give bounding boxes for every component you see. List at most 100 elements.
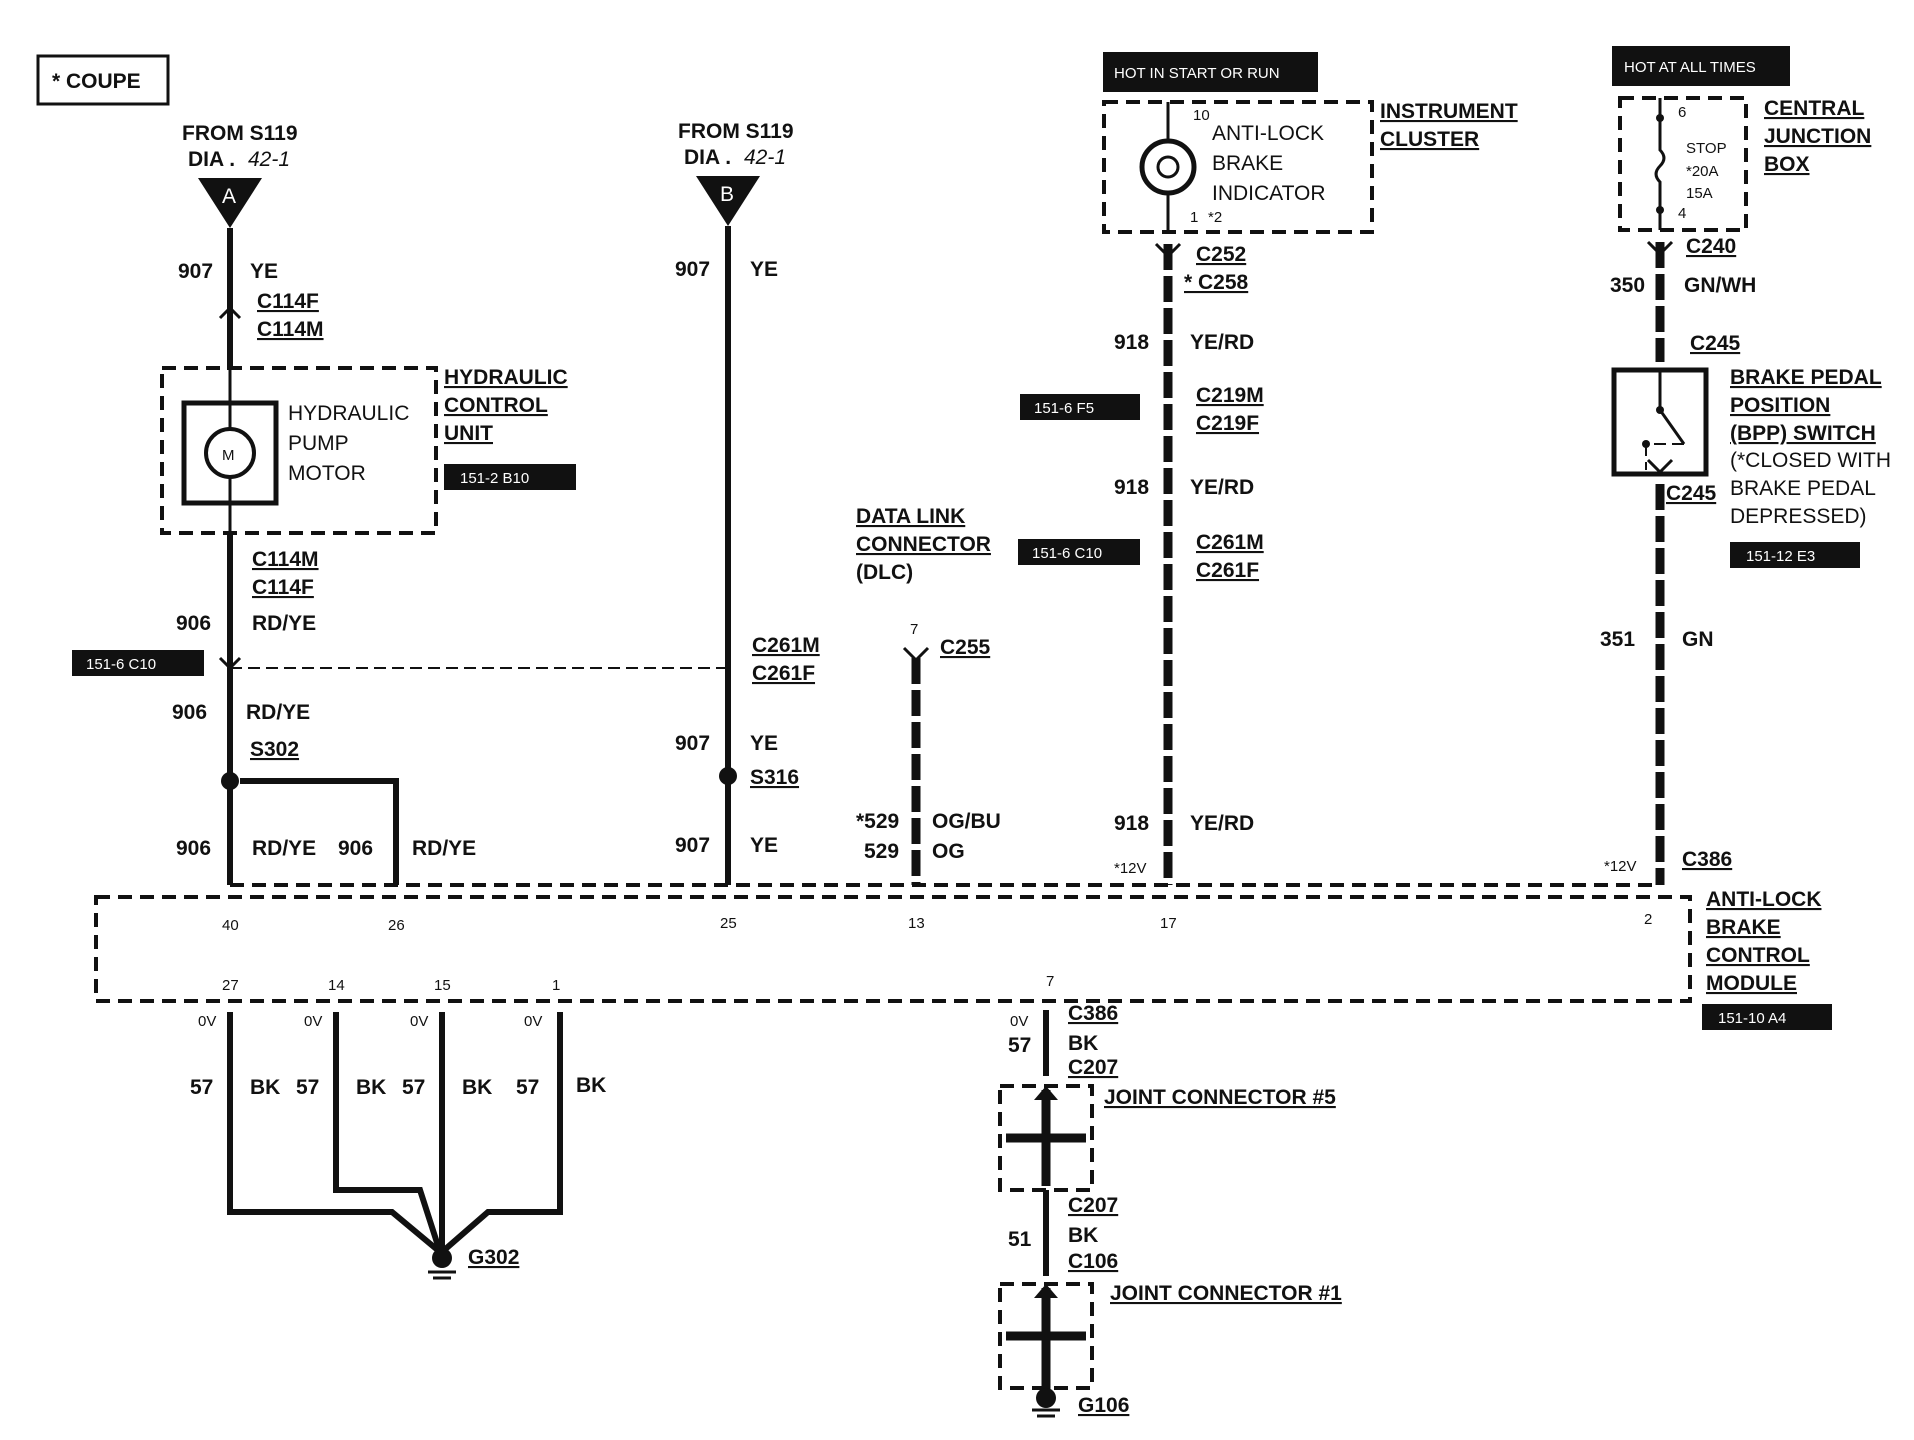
ground-g302-icon [432,1248,452,1268]
central-junction-box: HOT AT ALL TIMES 6 STOP *20A 15A 4 CENTR… [1612,46,1871,232]
ov-label-3: 0V [410,1013,428,1030]
ic-component-1: ANTI-LOCK [1212,122,1324,145]
abs-ref-text: 151-10 A4 [1718,1010,1786,1027]
wire-label-918b: 918 [1114,476,1149,499]
connector-c245-a: C245 [1690,332,1741,355]
wire-label-rdye-b: RD/YE [246,701,310,724]
feed-a: FROM S119 DIA . 42-1 A [182,122,298,228]
cjb-fuse-b: 15A [1686,185,1713,202]
wire-label-j-57: 57 [1008,1034,1031,1057]
connector-c207-b: C207 [1068,1194,1118,1217]
ground-g106-wiring: 0V C386 57 BK C207 JOINT CONNECTOR #5 C2… [998,1002,1342,1418]
connector-c386-b: C386 [1068,1002,1118,1025]
wire-label-gn: GN [1682,628,1714,651]
ov-label-5: 0V [1010,1013,1028,1030]
ref-tag-151-6-c10-b-text: 151-6 C10 [1032,545,1102,562]
wire-label-og: OG [932,840,965,863]
wire-label-351: 351 [1600,628,1635,651]
splice-s302-dot [221,772,239,790]
connector-c245-b: C245 [1666,482,1717,505]
ref-tag-151-6-c10-b [1018,539,1140,565]
wire-label-gnwh: GN/WH [1684,274,1756,297]
feed-a-dia-ref: 42-1 [248,148,290,171]
coupe-note-text: * COUPE [52,70,141,93]
wire-label-907: 907 [178,260,213,283]
ground-g302-label: G302 [468,1246,519,1269]
connector-c261f-b: C261F [1196,559,1259,582]
pin-7: 7 [1046,973,1054,990]
hcu-motor-line-3: MOTOR [288,462,366,485]
pin-14: 14 [328,977,345,994]
cjb-fuse-a: *20A [1686,163,1719,180]
ground-g106-icon [1036,1388,1056,1408]
wire-label-rdye-c: RD/YE [252,837,316,860]
wire-label-906a: 906 [176,612,211,635]
cjb-label-2: JUNCTION [1764,125,1871,148]
pin-27: 27 [222,977,239,994]
wire-label-57a: 57 [190,1076,213,1099]
ic-pin-bottom-2: *2 [1208,209,1222,226]
hot-in-start-run-text: HOT IN START OR RUN [1114,65,1280,82]
wire-label-ye-b-c: YE [750,834,778,857]
wire-label-529: 529 [864,840,899,863]
wire-label-j-bk2: BK [1068,1224,1098,1247]
ic-label-1: INSTRUMENT [1380,100,1518,123]
splice-s302: S302 [250,738,299,761]
hot-at-all-times-tag [1612,46,1790,86]
connector-c258: * C258 [1184,271,1249,294]
wire-label-ye-b-a: YE [750,258,778,281]
connector-c261f-a: C261F [752,662,815,685]
feed-b: FROM S119 DIA . 42-1 B [678,120,794,226]
connector-c207-a: C207 [1068,1056,1118,1079]
joint-connector-5-label: JOINT CONNECTOR #5 [1104,1086,1336,1109]
pin-40: 40 [222,917,239,934]
connector-c261m-a: C261M [752,634,820,657]
bpp-label-3: (BPP) SWITCH [1730,422,1876,445]
bpp-switch: BRAKE PEDAL POSITION (BPP) SWITCH (*CLOS… [1611,366,1891,568]
wire-label-yerd-c: YE/RD [1190,812,1254,835]
bpp-label-1: BRAKE PEDAL [1730,366,1882,389]
hcu-label-2: CONTROL [444,394,548,417]
wire-label-906b: 906 [172,701,207,724]
instrument-cluster: HOT IN START OR RUN 10 ANTI-LOCK BRAKE I… [1102,52,1518,234]
ref-tag-151-6-f5 [1020,394,1140,420]
wire-label-ic-12v: *12V [1114,860,1147,877]
feed-b-triangle [696,176,760,226]
wire-label-ye-b-b: YE [750,732,778,755]
ic-pin-top: 10 [1193,107,1210,124]
ref-tag-151-6-c10-a-text: 151-6 C10 [86,656,156,673]
cjb-pin-bottom: 4 [1678,205,1686,222]
wire-label-907-b-b: 907 [675,732,710,755]
wire-label-rdye-d: RD/YE [412,837,476,860]
bpp-label-2: POSITION [1730,394,1830,417]
feed-b-dia-ref: 42-1 [744,146,786,169]
feed-b-letter: B [720,183,734,206]
connector-c252: C252 [1196,243,1246,266]
splice-s316-dot [719,767,737,785]
dlc-label-2: CONNECTOR [856,533,991,556]
wire-label-906d: 906 [338,837,373,860]
wire-label-350: 350 [1610,274,1645,297]
hcu-label-3: UNIT [444,422,493,445]
indicator-lamp-icon [1139,138,1197,196]
connector-c114m-b: C114M [252,548,319,571]
wire-label-ye: YE [250,260,278,283]
wire-label-yerd-a: YE/RD [1190,331,1254,354]
wire-label-bpp-12v: *12V [1604,858,1637,875]
wire-label-918a: 918 [1114,331,1149,354]
hydraulic-control-unit: M HYDRAULIC PUMP MOTOR HYDRAULIC CONTROL… [160,366,576,535]
bpp-note-1: (*CLOSED WITH [1730,449,1891,472]
hcu-label-1: HYDRAULIC [444,366,568,389]
motor-symbol-letter: M [222,447,235,464]
bpp-ref-text: 151-12 E3 [1746,548,1815,565]
cjb-fuse-label: STOP [1686,140,1727,157]
wire-label-bk-d: BK [576,1074,606,1097]
abs-label-1: ANTI-LOCK [1706,888,1821,911]
ic-component-2: BRAKE [1212,152,1283,175]
bpp-ref-tag [1730,542,1860,568]
wire-label-907-b-a: 907 [675,258,710,281]
wire-label-57d: 57 [516,1076,539,1099]
wire-label-j-bk: BK [1068,1032,1098,1055]
wire-label-57b: 57 [296,1076,319,1099]
